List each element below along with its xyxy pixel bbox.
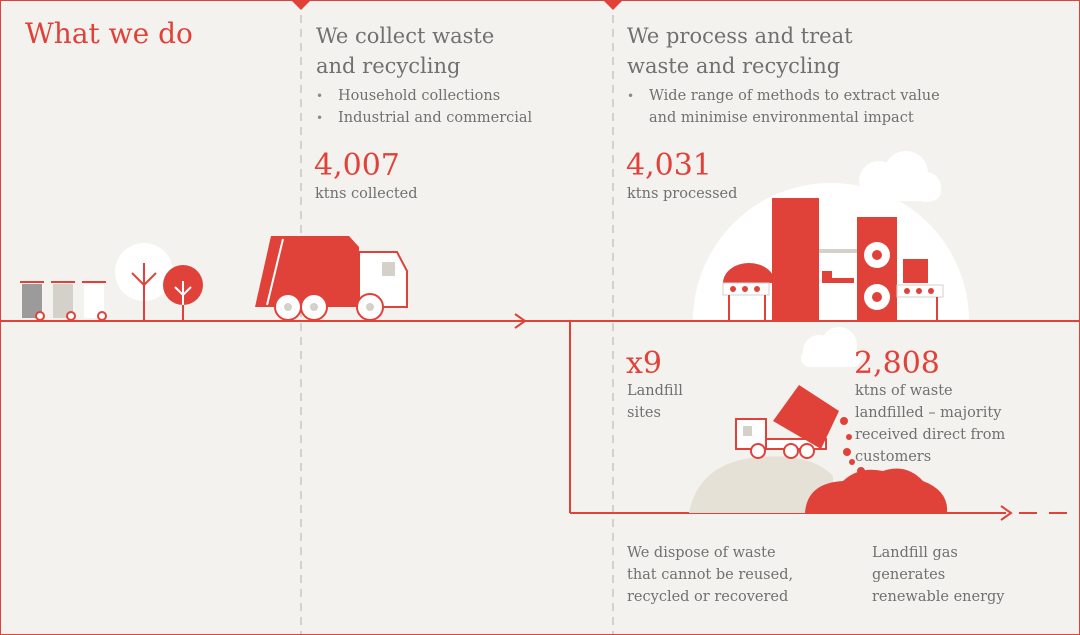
process-bullet-list: Wide range of methods to extract value a… — [627, 85, 987, 129]
refuse-truck-icon — [255, 236, 408, 321]
landfilled-value: 2,808 — [854, 346, 940, 381]
landfill-sites-value: x9 — [626, 346, 663, 381]
landfill-mound — [689, 456, 833, 513]
collect-value: 4,007 — [314, 148, 400, 183]
tipper-truck-icon — [735, 385, 865, 475]
landfill-sites-label: Landfill sites — [627, 383, 683, 421]
process-heading: We process and treat waste and recycling — [627, 24, 853, 78]
tree-icon — [163, 265, 203, 321]
dispose-caption: We dispose of waste that cannot be reuse… — [627, 545, 794, 605]
process-unit: ktns processed — [627, 186, 738, 202]
landfilled-label: ktns of waste landfilled – majority rece… — [855, 383, 1006, 465]
cloud-icon — [859, 151, 941, 202]
wheelie-bin-icon — [20, 281, 45, 321]
tree-icon — [115, 243, 173, 321]
branch-arrowhead — [1000, 505, 1013, 521]
collect-bullet-list: Household collections Industrial and com… — [316, 85, 586, 129]
page-title: What we do — [25, 17, 193, 50]
wheelie-bin-icon — [51, 281, 76, 321]
top-marker-collect — [292, 1, 310, 10]
processing-plant-icon — [722, 198, 944, 321]
wheelie-bin-icon — [82, 281, 107, 321]
collect-bullet: Household collections — [316, 85, 586, 107]
process-value: 4,031 — [626, 148, 712, 183]
collect-bullet: Industrial and commercial — [316, 107, 586, 129]
waste-pile — [805, 468, 948, 513]
landfill-gas-caption: Landfill gas generates renewable energy — [872, 545, 1005, 605]
process-bullet: Wide range of methods to extract value a… — [627, 85, 987, 129]
collect-heading: We collect waste and recycling — [316, 24, 495, 78]
timeline-arrowhead — [514, 313, 527, 329]
top-marker-process — [604, 1, 622, 10]
cloud-icon — [801, 327, 861, 367]
collect-unit: ktns collected — [315, 186, 418, 202]
